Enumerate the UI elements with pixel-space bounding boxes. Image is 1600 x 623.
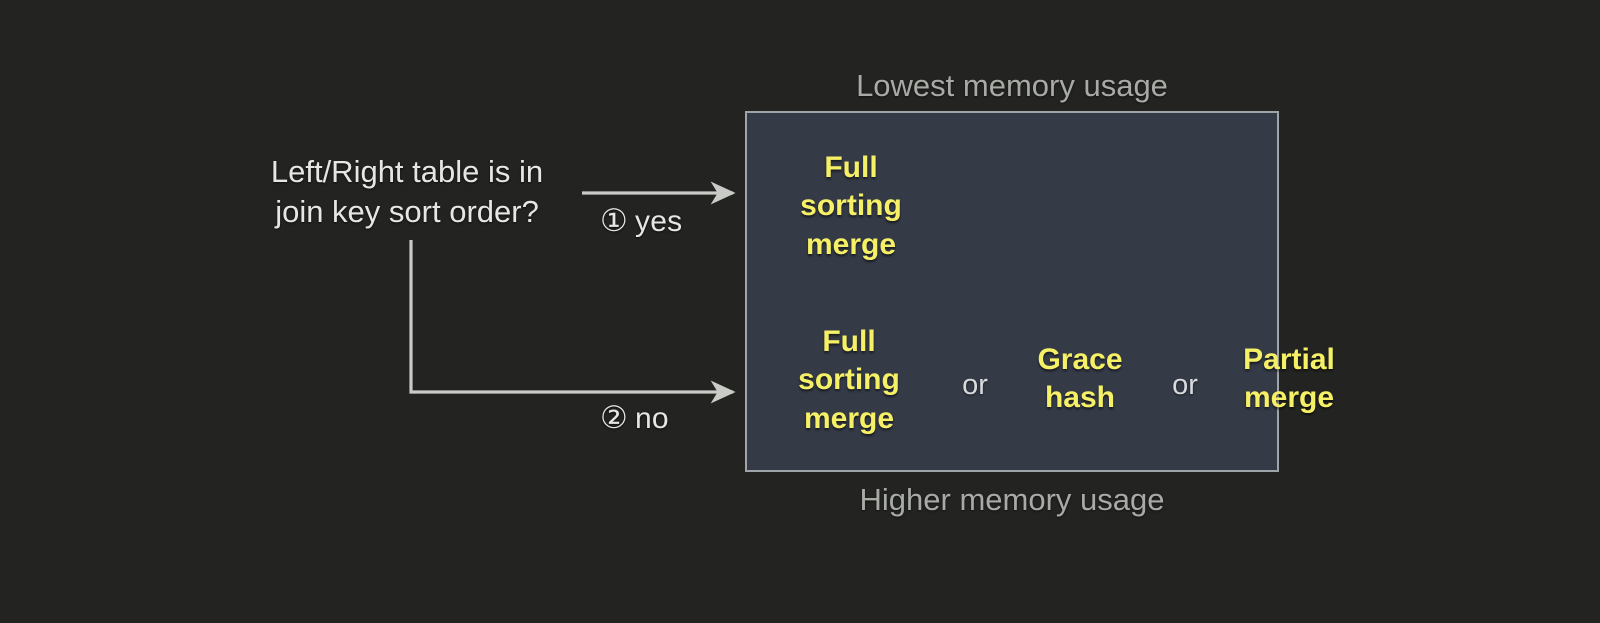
outcome-row-sorted: Full sorting merge [747, 131, 1277, 271]
arrow-no [409, 240, 736, 404]
strategy-partial-merge: Partial merge [1209, 341, 1369, 418]
outcome-row-unsorted: Full sorting merge or Grace hash or Part… [747, 311, 1335, 451]
strategy-box: Full sorting merge Full sorting merge or… [745, 111, 1335, 472]
strategy-line: Full [822, 325, 876, 358]
strategy-line: Grace [1037, 343, 1123, 376]
branch-text-1: yes [635, 205, 683, 238]
branch-marker-2: ② [600, 400, 628, 435]
strategy-line: merge [805, 227, 897, 261]
question-line-2: join key sort order? [275, 193, 539, 229]
caption-higher-memory: Higher memory usage [859, 482, 1165, 517]
strategy-line: Full [824, 151, 878, 184]
decision-question: Left/Right table is in join key sort ord… [232, 152, 582, 231]
strategy-line: Partial [1243, 343, 1335, 376]
conjunction-or-2: or [1172, 369, 1198, 401]
question-line-1: Left/Right table is in [270, 154, 544, 189]
strategy-full-sorting-merge-sorted: Full sorting merge [761, 149, 941, 264]
strategy-line: merge [803, 401, 895, 435]
strategy-grace-hash: Grace hash [1005, 341, 1155, 418]
strategy-full-sorting-merge-unsorted: Full sorting merge [759, 323, 939, 438]
strategy-line: sorting [800, 189, 902, 223]
branch-marker-1: ① [600, 203, 628, 238]
strategy-line: hash [1044, 381, 1116, 415]
branch-text-2: no [635, 402, 669, 435]
caption-lowest-memory: Lowest memory usage [856, 68, 1168, 103]
conjunction-or-1: or [962, 369, 988, 401]
strategy-line: merge [1243, 381, 1335, 415]
strategy-line: sorting [798, 363, 900, 397]
